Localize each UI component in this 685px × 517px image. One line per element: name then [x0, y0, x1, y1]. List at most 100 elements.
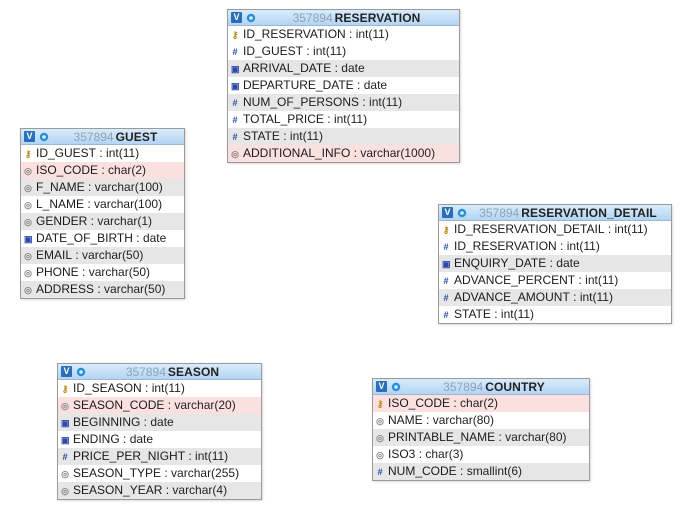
- column-row[interactable]: #STATE : int(11): [439, 306, 671, 323]
- table-header[interactable]: V 357894 GUEST: [21, 129, 184, 145]
- column-type: date: [142, 231, 167, 245]
- column-name: STATE: [454, 307, 491, 321]
- table-name: COUNTRY: [485, 379, 545, 394]
- column-row[interactable]: ◎L_NAME : varchar(100): [21, 196, 184, 213]
- column-row[interactable]: ◎PRINTABLE_NAME : varchar(80): [373, 429, 589, 446]
- column-row[interactable]: ◎PHONE : varchar(50): [21, 264, 184, 281]
- table-country[interactable]: V 357894 COUNTRY ⚷ISO_CODE : char(2)◎NAM…: [372, 378, 590, 481]
- numeric-icon: #: [377, 466, 383, 477]
- column-row[interactable]: #TOTAL_PRICE : int(11): [228, 111, 459, 128]
- column-row[interactable]: ⚷ISO_CODE : char(2): [373, 395, 589, 412]
- table-reservation[interactable]: V 357894 RESERVATION ⚷ID_RESERVATION : i…: [227, 9, 460, 163]
- gear-icon[interactable]: [75, 366, 87, 378]
- column-row[interactable]: #ID_GUEST : int(11): [228, 43, 459, 60]
- toggle-icon[interactable]: V: [442, 207, 453, 218]
- column-row[interactable]: #NUM_OF_PERSONS : int(11): [228, 94, 459, 111]
- text-icon: ◎: [376, 432, 384, 443]
- column-type: int(11): [289, 129, 324, 143]
- column-name: NUM_CODE: [388, 464, 457, 478]
- column-row[interactable]: #STATE : int(11): [228, 128, 459, 145]
- column-name: F_NAME: [36, 180, 85, 194]
- column-row[interactable]: ◎SEASON_CODE : varchar(20): [58, 397, 261, 414]
- column-row[interactable]: ◎ISO_CODE : char(2): [21, 162, 184, 179]
- numeric-icon: #: [232, 114, 238, 125]
- column-separator: :: [279, 129, 290, 143]
- column-name: ADVANCE_PERCENT: [454, 273, 576, 287]
- column-row[interactable]: ◎ADDITIONAL_INFO : varchar(1000): [228, 145, 459, 162]
- column-name: STATE: [243, 129, 280, 143]
- column-type: char(2): [108, 163, 147, 177]
- toggle-icon[interactable]: V: [61, 366, 72, 377]
- column-row[interactable]: #NUM_CODE : smallint(6): [373, 463, 589, 480]
- column-row[interactable]: ◎SEASON_YEAR : varchar(4): [58, 482, 261, 499]
- column-row[interactable]: ◎EMAIL : varchar(50): [21, 247, 184, 264]
- column-row[interactable]: ▣ENQUIRY_DATE : date: [439, 255, 671, 272]
- column-row[interactable]: #ID_RESERVATION : int(11): [439, 238, 671, 255]
- column-type: date: [129, 432, 154, 446]
- column-row[interactable]: ◎GENDER : varchar(1): [21, 213, 184, 230]
- column-type: varchar(80): [432, 413, 495, 427]
- column-name: ID_GUEST: [36, 146, 97, 160]
- gear-icon[interactable]: [38, 131, 50, 143]
- column-row[interactable]: ▣BEGINNING : date: [58, 414, 261, 431]
- table-header[interactable]: V 357894 SEASON: [58, 364, 261, 380]
- table-header[interactable]: V 357894 COUNTRY: [373, 379, 589, 395]
- column-name: ENQUIRY_DATE: [454, 256, 547, 270]
- column-separator: :: [604, 222, 615, 236]
- column-row[interactable]: ▣DEPARTURE_DATE : date: [228, 77, 459, 94]
- column-row[interactable]: ▣ENDING : date: [58, 431, 261, 448]
- column-name: ID_RESERVATION: [454, 239, 557, 253]
- numeric-icon: #: [232, 46, 238, 57]
- column-row[interactable]: ◎NAME : varchar(80): [373, 412, 589, 429]
- column-row[interactable]: ⚷ID_RESERVATION_DETAIL : int(11): [439, 221, 671, 238]
- column-row[interactable]: #ADVANCE_AMOUNT : int(11): [439, 289, 671, 306]
- table-id: 357894: [292, 10, 333, 25]
- column-name: ADDITIONAL_INFO: [243, 146, 351, 160]
- column-type: int(11): [614, 222, 648, 236]
- column-row[interactable]: #PRICE_PER_NIGHT : int(11): [58, 448, 261, 465]
- column-row[interactable]: #ADVANCE_PERCENT : int(11): [439, 272, 671, 289]
- column-separator: :: [331, 61, 342, 75]
- column-row[interactable]: ◎ISO3 : char(3): [373, 446, 589, 463]
- table-reservation-detail[interactable]: V 357894 RESERVATION_DETAIL ⚷ID_RESERVAT…: [438, 204, 672, 324]
- column-type: varchar(100): [94, 180, 163, 194]
- numeric-icon: #: [62, 451, 68, 462]
- column-name: ID_SEASON: [73, 381, 142, 395]
- column-name: DATE_OF_BIRTH: [36, 231, 133, 245]
- table-id: 357894: [73, 129, 114, 144]
- column-name: TOTAL_PRICE: [243, 112, 324, 126]
- column-name: ARRIVAL_DATE: [243, 61, 332, 75]
- column-row[interactable]: ◎SEASON_TYPE : varchar(255): [58, 465, 261, 482]
- toggle-icon[interactable]: V: [376, 381, 387, 392]
- column-separator: :: [140, 415, 151, 429]
- column-name: NUM_OF_PERSONS: [243, 95, 360, 109]
- column-row[interactable]: ◎F_NAME : varchar(100): [21, 179, 184, 196]
- column-row[interactable]: ⚷ID_RESERVATION : int(11): [228, 26, 459, 43]
- table-header[interactable]: V 357894 RESERVATION_DETAIL: [439, 205, 671, 221]
- toggle-icon[interactable]: V: [231, 12, 242, 23]
- column-separator: :: [422, 413, 433, 427]
- column-row[interactable]: ⚷ID_SEASON : int(11): [58, 380, 261, 397]
- column-list: ⚷ID_RESERVATION_DETAIL : int(11)#ID_RESE…: [439, 221, 671, 323]
- table-id: 357894: [125, 364, 166, 379]
- column-row[interactable]: ▣ARRIVAL_DATE : date: [228, 60, 459, 77]
- column-row[interactable]: ⚷ID_GUEST : int(11): [21, 145, 184, 162]
- text-icon: ◎: [24, 199, 32, 210]
- gear-icon[interactable]: [390, 381, 402, 393]
- column-separator: :: [94, 282, 105, 296]
- toggle-icon[interactable]: V: [24, 131, 35, 142]
- gear-icon[interactable]: [245, 12, 257, 24]
- gear-icon[interactable]: [456, 207, 468, 219]
- column-row[interactable]: ▣DATE_OF_BIRTH : date: [21, 230, 184, 247]
- table-header[interactable]: V 357894 RESERVATION: [228, 10, 459, 26]
- column-name: NAME: [388, 413, 423, 427]
- column-row[interactable]: ◎ADDRESS : varchar(50): [21, 281, 184, 298]
- key-icon: ⚷: [376, 398, 384, 409]
- column-separator: :: [353, 78, 364, 92]
- column-separator: :: [164, 398, 175, 412]
- table-guest[interactable]: V 357894 GUEST ⚷ID_GUEST : int(11)◎ISO_C…: [20, 128, 185, 299]
- column-type: varchar(50): [104, 282, 166, 296]
- table-season[interactable]: V 357894 SEASON ⚷ID_SEASON : int(11)◎SEA…: [57, 363, 262, 500]
- text-icon: ◎: [231, 148, 239, 159]
- table-name: GUEST: [115, 129, 158, 144]
